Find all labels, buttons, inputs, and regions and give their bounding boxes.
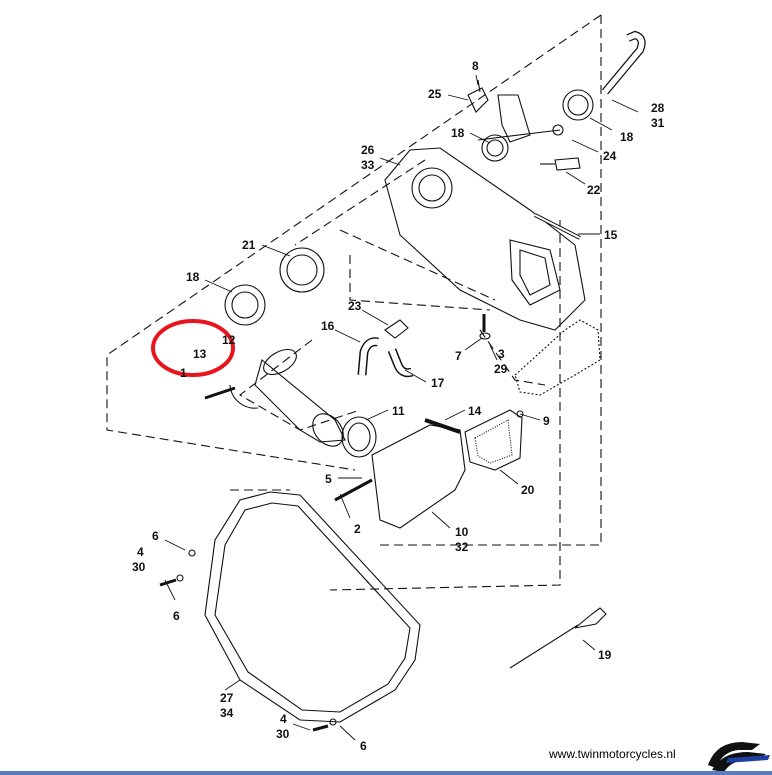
label-24: 24 [603,149,617,163]
label-1: 1 [180,366,187,380]
gasket-part-18c [224,284,266,326]
label-26: 26 [361,143,375,157]
label-33: 33 [361,158,375,172]
filter-element-part-20 [464,409,523,471]
label-19: 19 [598,648,612,662]
label-4-a: 4 [137,545,144,559]
label-30-a: 30 [132,560,146,574]
fitting-part-23 [384,319,409,339]
backplate-part-26 [384,147,586,331]
leader-lines [164,74,639,741]
label-6-a: 6 [152,529,159,543]
label-27: 27 [220,691,234,705]
label-21: 21 [242,238,256,252]
label-4-b: 4 [280,712,287,726]
label-6-c: 6 [360,739,367,753]
twinmotorcycles-logo [708,742,770,772]
guide-lines [106,14,602,591]
label-29: 29 [494,362,508,376]
label-3: 3 [498,347,505,361]
label-7: 7 [455,349,462,363]
highlight-circle [151,319,235,377]
label-6-b: 6 [173,609,180,623]
gasket-part-18a [562,89,594,121]
breather-part-25 [467,87,489,113]
label-2: 2 [354,522,361,536]
label-10: 10 [455,525,469,539]
label-16: 16 [321,319,335,333]
label-28: 28 [651,101,665,115]
label-25: 25 [428,87,442,101]
website-url: www.twinmotorcycles.nl [549,747,676,761]
bolt-part-5 [334,478,373,502]
gasket-part-21 [279,247,325,293]
label-32: 32 [455,540,469,554]
gasket-part-18b [481,134,509,162]
label-22: 22 [587,183,601,197]
label-20: 20 [521,483,535,497]
label-12: 12 [222,333,236,347]
intake-tube-part-12 [254,348,346,447]
label-14: 14 [468,404,482,418]
label-9: 9 [543,414,550,428]
label-18-c: 18 [186,270,200,284]
part-labels: 8 25 28 31 18 18 24 26 33 22 15 21 18 23… [132,59,665,753]
footer-bar [0,771,772,775]
label-11: 11 [392,404,405,418]
label-5: 5 [325,472,332,486]
filter-cover-part-10 [371,424,466,529]
label-17: 17 [431,376,445,390]
label-23: 23 [348,299,362,313]
label-18-b: 18 [620,130,634,144]
label-18-a: 18 [451,126,465,140]
label-30-b: 30 [276,727,290,741]
bracket-part-9 [514,319,601,396]
seal-part-14 [424,418,461,434]
gasket-part-11 [341,416,377,458]
outer-cover-part-27 [204,491,421,723]
label-8: 8 [472,59,479,73]
label-34: 34 [220,706,234,720]
label-13-highlighted: 13 [193,347,207,361]
bolt-part-22 [554,157,581,171]
label-31: 31 [651,116,665,130]
label-15: 15 [604,228,618,242]
cable-part-19 [509,607,607,669]
